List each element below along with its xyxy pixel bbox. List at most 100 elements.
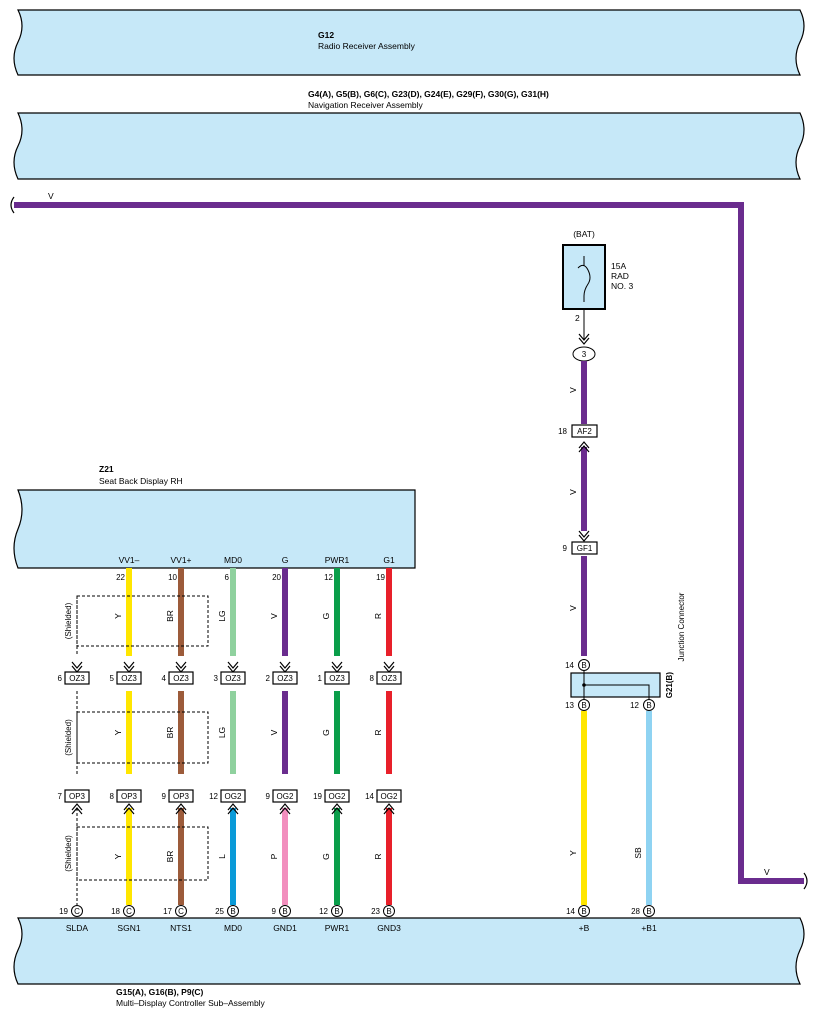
seat-pin-name: G (282, 555, 289, 565)
connector-pin: 9 (162, 792, 167, 801)
wire-color-label: BR (165, 610, 175, 622)
ring-terminal-label: 3 (582, 350, 587, 359)
shielded-label: (Shielded) (64, 835, 73, 872)
terminal-name: +B (579, 923, 590, 933)
connector-name: OZ3 (225, 674, 241, 683)
connector-cavity (220, 671, 246, 685)
terminal-name: GND1 (273, 923, 297, 933)
connector-chevron-icon (279, 661, 291, 673)
jc-pin-bl-letter: B (581, 701, 586, 710)
connector-gf1 (571, 541, 598, 555)
radio-code: G12 (318, 30, 334, 40)
connector-pin: 2 (266, 674, 271, 683)
terminal-circle (643, 905, 655, 917)
connector-name: OZ3 (121, 674, 137, 683)
shielded-label: (Shielded) (64, 719, 73, 756)
af2-chevron-icon (578, 441, 590, 453)
gf1-chevron-icon (578, 530, 590, 542)
terminal-circle (383, 905, 395, 917)
jc-pin-top-letter: B (581, 661, 586, 670)
bat-wire-1-color: V (568, 387, 578, 393)
nav-code: G4(A), G5(B), G6(C), G23(D), G24(E), G29… (308, 89, 549, 99)
seat-pin-name: PWR1 (325, 555, 350, 565)
terminal-number: 18 (111, 907, 120, 916)
fuse-arrow-icon (578, 333, 590, 345)
terminal-name: PWR1 (325, 923, 350, 933)
connector-chevron-icon (175, 661, 187, 673)
seat-pin-name: G1 (383, 555, 395, 565)
wire-color-label: L (217, 854, 227, 859)
seat-back-display-box (13, 489, 416, 569)
connector-name: OG2 (225, 792, 242, 801)
connector-cavity (64, 671, 90, 685)
connector-pin: 12 (209, 792, 218, 801)
terminal-number: 14 (566, 907, 575, 916)
radio-receiver-box (13, 9, 805, 76)
connector-chevron-icon (175, 803, 187, 815)
radio-name: Radio Receiver Assembly (318, 41, 416, 51)
connector-gf1-pin: 9 (563, 544, 568, 553)
wire-color-label: BR (165, 851, 175, 863)
fuse-amp: 15A (611, 261, 626, 271)
terminal-letter: B (646, 907, 651, 916)
wire-color-label: BR (165, 727, 175, 739)
connector-name: OP3 (69, 792, 86, 801)
connector-pin: 9 (266, 792, 271, 801)
terminal-circle (71, 905, 83, 917)
connector-af2-name: AF2 (577, 427, 592, 436)
connector-chevron-icon (279, 803, 291, 815)
connector-af2-pin: 18 (558, 427, 567, 436)
connector-name: OG2 (329, 792, 346, 801)
connector-chevron-icon (227, 803, 239, 815)
junction-name: Junction Connector (677, 592, 686, 661)
connector-name: OZ3 (329, 674, 345, 683)
connector-pin: 8 (370, 674, 375, 683)
seat-pin-number: 12 (324, 573, 333, 582)
connector-cavity (376, 671, 402, 685)
terminal-letter: B (230, 907, 235, 916)
connector-cavity (64, 789, 90, 803)
terminal-name: SGN1 (117, 923, 140, 933)
mdc-name: Multi–Display Controller Sub–Assembly (116, 998, 266, 1008)
mdc-code: G15(A), G16(B), P9(C) (116, 987, 204, 997)
connector-chevron-icon (331, 803, 343, 815)
bat-label: (BAT) (573, 229, 595, 239)
wire-color-label: LG (217, 727, 227, 738)
connector-chevron-icon (383, 661, 395, 673)
seat-pin-number: 19 (376, 573, 385, 582)
connector-pin: 1 (318, 674, 323, 683)
terminal-number: 25 (215, 907, 224, 916)
connector-cavity (168, 789, 194, 803)
jc-junction-dot (582, 683, 586, 687)
connector-cavity (272, 789, 298, 803)
seat-pin-number: 20 (272, 573, 281, 582)
connector-pin: 19 (313, 792, 322, 801)
terminal-letter: B (386, 907, 391, 916)
connector-name: OZ3 (277, 674, 293, 683)
connector-cavity (272, 671, 298, 685)
wire-color-label: R (373, 853, 383, 859)
wire-color-label: R (373, 613, 383, 619)
terminal-name: MD0 (224, 923, 242, 933)
bat-wire-2-color: V (568, 489, 578, 495)
terminal-letter: C (74, 907, 80, 916)
fuse-name-1: RAD (611, 271, 629, 281)
seat-pin-number: 6 (225, 573, 230, 582)
terminal-letter: C (178, 907, 184, 916)
seat-pin-number: 22 (116, 573, 125, 582)
connector-chevron-icon (123, 803, 135, 815)
wire-color-label: P (269, 853, 279, 859)
terminal-name: +B1 (641, 923, 657, 933)
terminal-letter: C (126, 907, 132, 916)
jc-pin-bl-num: 13 (565, 701, 574, 710)
connector-gf1-name: GF1 (577, 544, 593, 553)
wire-break-left (10, 196, 15, 214)
connector-chevron-icon (227, 661, 239, 673)
bat-wire-3-color: V (568, 605, 578, 611)
connector-cavity (168, 671, 194, 685)
terminal-name: GND3 (377, 923, 401, 933)
seat-pin-name: VV1– (119, 555, 140, 565)
